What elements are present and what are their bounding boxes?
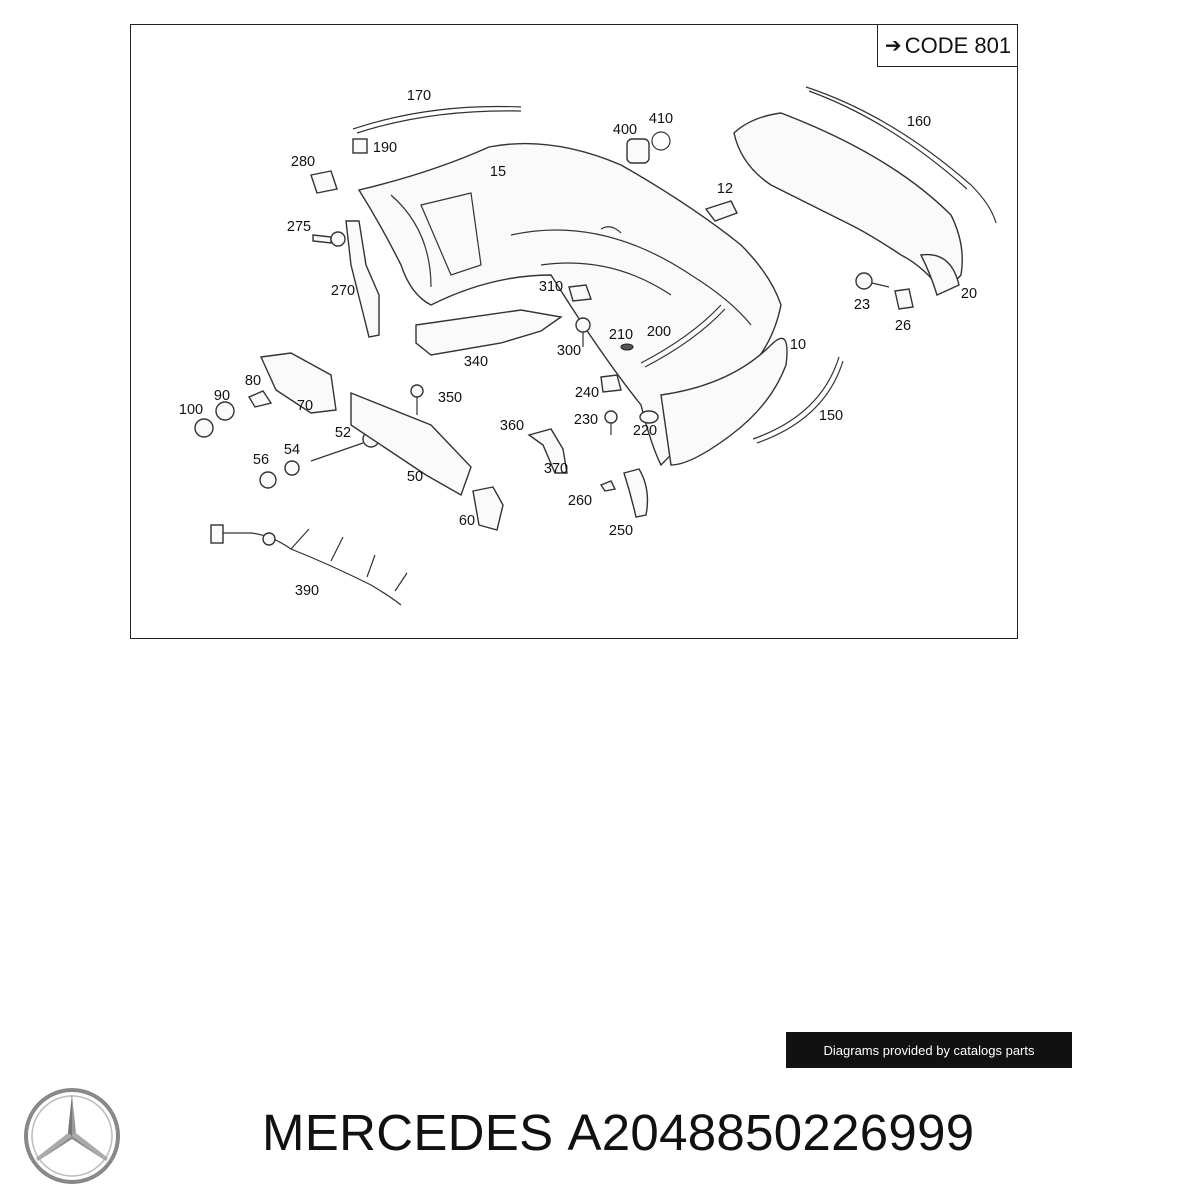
callout-80: 80 [244, 373, 262, 389]
callout-26: 26 [894, 318, 912, 334]
callout-340: 340 [463, 354, 489, 370]
callout-220: 220 [632, 423, 658, 439]
callout-230: 230 [573, 412, 599, 428]
callout-170: 170 [406, 88, 432, 104]
callout-350: 350 [437, 390, 463, 406]
callout-52: 52 [334, 425, 352, 441]
brand-name: MERCEDES [262, 1104, 554, 1161]
callout-300: 300 [556, 343, 582, 359]
callout-200: 200 [646, 324, 672, 340]
callout-60: 60 [458, 513, 476, 529]
parts-diagram: ➔ CODE 801 170 190 280 15 400 410 160 12… [130, 24, 1018, 639]
watermark-label: Diagrams provided by catalogs parts [786, 1032, 1072, 1068]
callout-260: 260 [567, 493, 593, 509]
rear-bumper-exploded-drawing [194, 86, 997, 606]
callout-23: 23 [853, 297, 871, 313]
callout-70: 70 [296, 398, 314, 414]
callout-190: 190 [372, 140, 398, 156]
callout-54: 54 [283, 442, 301, 458]
callout-10: 10 [789, 337, 807, 353]
mercedes-star-icon [24, 1088, 120, 1184]
code-box: ➔ CODE 801 [877, 25, 1018, 67]
callout-56: 56 [252, 452, 270, 468]
callout-90: 90 [213, 388, 231, 404]
callout-280: 280 [290, 154, 316, 170]
callout-12: 12 [716, 181, 734, 197]
callout-270: 270 [330, 283, 356, 299]
callout-410: 410 [648, 111, 674, 127]
callout-250: 250 [608, 523, 634, 539]
callout-360: 360 [499, 418, 525, 434]
callout-15: 15 [489, 164, 507, 180]
callout-240: 240 [574, 385, 600, 401]
callout-400: 400 [612, 122, 638, 138]
callout-370: 370 [543, 461, 569, 477]
callout-50: 50 [406, 469, 424, 485]
callout-390: 390 [294, 583, 320, 599]
callout-275: 275 [286, 219, 312, 235]
callout-310: 310 [538, 279, 564, 295]
code-label: CODE 801 [904, 32, 1012, 58]
callout-210: 210 [608, 327, 634, 343]
callout-150: 150 [818, 408, 844, 424]
callout-20: 20 [960, 286, 978, 302]
part-number: A2048850226999 [567, 1104, 975, 1161]
callout-100: 100 [178, 402, 204, 418]
callout-160: 160 [906, 114, 932, 130]
arrow-icon: ➔ [884, 35, 902, 57]
